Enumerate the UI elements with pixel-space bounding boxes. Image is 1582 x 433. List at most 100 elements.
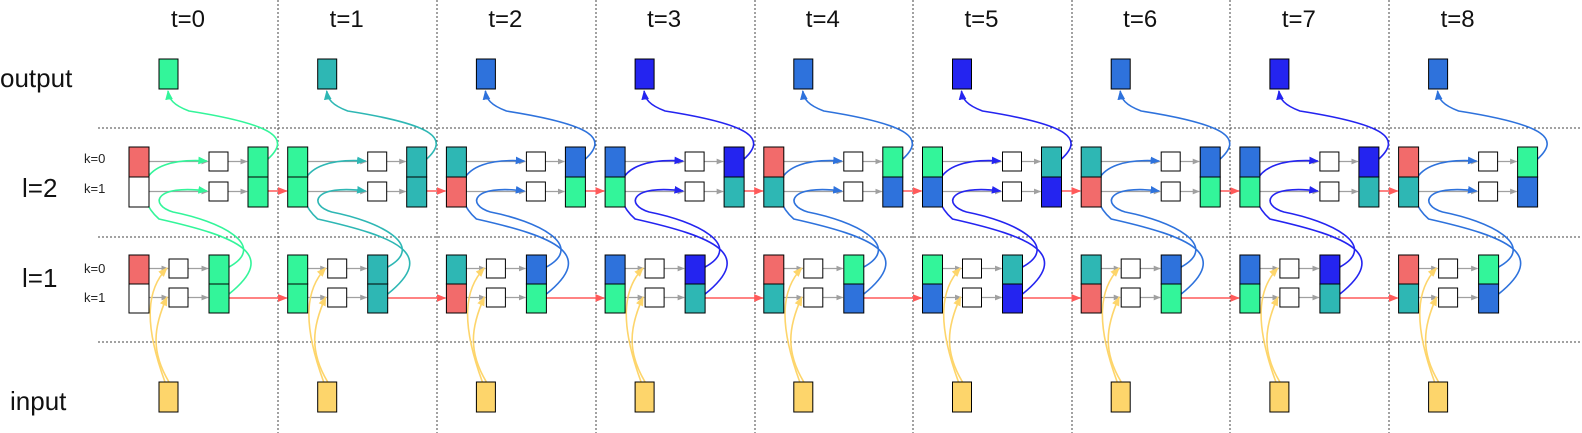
l1-op-k0: [644, 258, 665, 279]
input-token: [1110, 381, 1131, 413]
l2-input-state-k0: [1239, 146, 1261, 178]
input-token: [793, 381, 814, 413]
timestep-label: t=5: [964, 6, 999, 33]
l1-op-k1: [327, 287, 348, 308]
input-arrow: [1107, 296, 1122, 383]
input-arrow: [948, 296, 964, 383]
timestep-label: t=8: [1440, 6, 1475, 33]
input-arrow: [790, 296, 805, 383]
layer-link-arrow: [1110, 186, 1197, 268]
l2-output-state-k1: [1517, 176, 1539, 208]
l2-op-k1: [684, 181, 705, 202]
l2-op-k0: [1002, 151, 1022, 172]
row-label-l1: l=1: [22, 263, 58, 293]
l1-output-state-k1: [208, 283, 230, 314]
layer-link-arrow: [460, 156, 570, 295]
l2-input-state-k1: [128, 176, 150, 208]
layer-link-arrow: [1254, 156, 1363, 295]
l2-input-state-k0: [445, 146, 467, 178]
output-arrow: [800, 90, 914, 160]
l1-input-state-k0: [763, 254, 785, 285]
l2-op-k1: [208, 181, 229, 202]
input-token: [634, 381, 655, 413]
l2-op-k1: [843, 181, 864, 202]
l1-op-k0: [803, 258, 824, 279]
output-token: [317, 58, 338, 90]
l1-output-state-k0: [684, 254, 706, 285]
l1-output-state-k0: [1002, 254, 1023, 285]
output-token: [1269, 58, 1290, 90]
l1-op-k0: [485, 258, 506, 279]
l1-output-state-k0: [367, 254, 389, 285]
l1-op-k0: [962, 258, 982, 279]
l2-op-k1: [367, 181, 388, 202]
l1-k0-label: k=0: [84, 261, 106, 276]
input-arrow: [942, 267, 962, 383]
output-arrow: [641, 90, 755, 160]
l2-op-k0: [843, 151, 864, 172]
layer-link-arrow: [936, 156, 1046, 295]
l2-input-state-k1: [1239, 176, 1261, 208]
l1-input-state-k1: [445, 283, 467, 314]
l2-input-state-k1: [763, 176, 785, 208]
l2-output-state-k1: [406, 176, 428, 208]
l1-op-k0: [1279, 258, 1300, 279]
output-arrow: [323, 90, 437, 160]
l1-k1-label: k=1: [84, 290, 106, 305]
l2-output-state-k1: [1358, 176, 1380, 208]
layer-link-arrow: [1095, 156, 1204, 295]
l2-op-k0: [525, 151, 546, 172]
row-label-input: input: [10, 386, 67, 416]
l2-op-k1: [1478, 181, 1499, 202]
input-arrow: [784, 267, 803, 383]
l2-op-k0: [208, 151, 229, 172]
l2-input-state-k1: [922, 176, 943, 208]
l1-output-state-k0: [1478, 254, 1500, 285]
l2-input-state-k0: [763, 146, 785, 178]
timestep-label: t=0: [170, 6, 206, 33]
l2-input-state-k0: [1080, 146, 1102, 178]
input-arrow: [631, 296, 646, 383]
l1-input-state-k1: [1398, 283, 1420, 314]
l1-op-k1: [803, 287, 824, 308]
input-arrow: [155, 296, 170, 383]
output-arrow: [482, 90, 596, 160]
l2-input-state-k0: [922, 146, 943, 178]
l2-op-k1: [525, 181, 546, 202]
l2-input-state-k1: [1080, 176, 1102, 208]
output-arrow: [958, 90, 1072, 160]
input-arrow: [1101, 267, 1120, 383]
l1-op-k1: [644, 287, 665, 308]
input-arrow: [1419, 267, 1438, 383]
l2-output-state-k1: [1041, 176, 1062, 208]
input-token: [475, 381, 496, 413]
l2-op-k0: [1319, 151, 1340, 172]
l2-output-state-k1: [723, 176, 745, 208]
timestep-label: t=4: [805, 6, 840, 33]
input-arrow: [313, 296, 329, 383]
input-arrow: [308, 267, 327, 383]
l2-op-k0: [367, 151, 388, 172]
output-token: [475, 58, 496, 90]
l1-output-state-k0: [1160, 254, 1182, 285]
l1-input-state-k0: [604, 254, 626, 285]
l2-output-state-k1: [1199, 176, 1221, 208]
timestep-label: t=2: [488, 6, 523, 33]
input-arrow: [625, 267, 644, 383]
layer-link-arrow: [158, 186, 245, 268]
l1-op-k1: [962, 287, 982, 308]
l1-output-state-k1: [1478, 283, 1500, 314]
l1-output-state-k1: [1160, 283, 1182, 314]
l2-output-state-k0: [1041, 146, 1062, 178]
l1-output-state-k0: [525, 254, 547, 285]
l1-op-k0: [327, 258, 348, 279]
cells: [128, 58, 1539, 413]
l2-k1-label: k=1: [84, 181, 106, 196]
l1-input-state-k1: [128, 283, 150, 314]
l2-output-state-k0: [1358, 146, 1380, 178]
l2-input-state-k1: [1398, 176, 1420, 208]
output-token: [1428, 58, 1449, 90]
l2-op-k1: [1002, 181, 1022, 202]
l2-input-state-k1: [604, 176, 626, 208]
input-arrow: [149, 267, 168, 383]
